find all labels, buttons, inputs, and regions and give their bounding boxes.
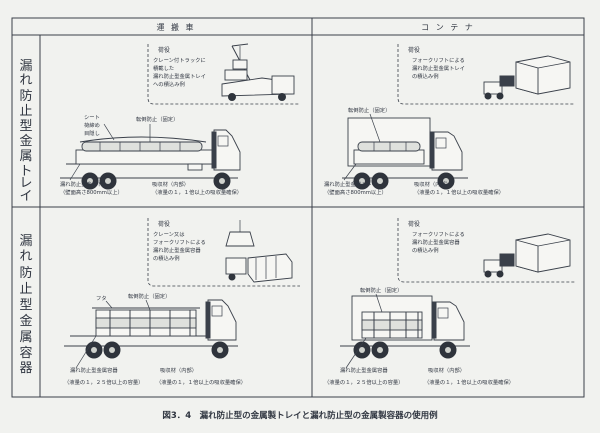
svg-text:荷役: 荷役: [158, 46, 170, 54]
svg-text:漏: 漏: [19, 58, 32, 74]
container-box-icon: [515, 55, 571, 95]
row-label-vessel: 漏 れ 防 止 型 金 属 容 器: [19, 233, 32, 376]
svg-text:吸収材（内部）: 吸収材（内部）: [152, 180, 189, 188]
svg-text:フォークリフトによる: フォークリフトによる: [412, 231, 465, 238]
svg-text:止: 止: [19, 282, 32, 297]
svg-text:型: 型: [19, 298, 32, 313]
svg-text:荷役: 荷役: [408, 220, 420, 228]
crane-truck-icon: [221, 43, 295, 101]
truck-with-vessel: [64, 299, 238, 359]
svg-text:金: 金: [19, 313, 32, 329]
forklift-icon: [483, 75, 515, 100]
svg-text:金: 金: [19, 133, 32, 149]
svg-text:（液量の１，１倍以上の吸収量確保）: （液量の１，１倍以上の吸収量確保）: [414, 188, 504, 196]
svg-text:転倒防止（固定）: 転倒防止（固定）: [136, 115, 178, 123]
svg-text:ト: ト: [19, 164, 32, 179]
svg-text:型: 型: [19, 119, 32, 134]
svg-text:への積込み例: への積込み例: [153, 80, 185, 88]
svg-text:イ: イ: [19, 189, 32, 204]
svg-text:（液量の１，２５倍以上の容量）: （液量の１，２５倍以上の容量）: [64, 378, 143, 386]
container-truck-with-tray: [342, 117, 468, 190]
col-header-vehicle: 運 搬 車: [156, 22, 195, 32]
loading-inset-crane-vessel: 荷役 クレーン又は フォークリフトによる 漏れ防止型金属容器 の積込み例: [147, 218, 300, 287]
svg-text:（壁面高さ800mm以上）: （壁面高さ800mm以上）: [324, 188, 387, 196]
svg-text:属: 属: [19, 330, 32, 345]
svg-text:吸収材（内部）: 吸収材（内部）: [428, 366, 465, 374]
container-truck-with-vessel: [340, 295, 470, 359]
svg-text:荷役: 荷役: [408, 46, 420, 54]
truck-with-tray: [60, 129, 241, 190]
svg-text:の積込み例: の積込み例: [412, 72, 439, 80]
svg-text:漏れ防止型金属トレイ: 漏れ防止型金属トレイ: [60, 180, 113, 188]
svg-text:漏れ防止型金属容器: 漏れ防止型金属容器: [153, 246, 201, 254]
svg-text:漏れ防止型金属トレイ: 漏れ防止型金属トレイ: [324, 180, 377, 188]
forklift-icon-2: [483, 253, 515, 278]
svg-text:（液量の１，１倍以上の吸収量確保）: （液量の１，１倍以上の吸収量確保）: [424, 378, 514, 386]
svg-text:漏: 漏: [19, 233, 32, 249]
panel-tray-vehicle: 荷役 クレーン付トラックに 積載した 漏れ防止型金属トレイ への積込み例: [60, 43, 300, 196]
svg-text:目隠し: 目隠し: [84, 129, 100, 137]
svg-text:の積込み例: の積込み例: [412, 246, 439, 254]
svg-text:漏れ防止型金属トレイ: 漏れ防止型金属トレイ: [153, 72, 206, 80]
svg-text:容: 容: [19, 345, 32, 361]
svg-text:漏れ防止型金属容器: 漏れ防止型金属容器: [70, 366, 118, 374]
svg-text:吸収材（内部）: 吸収材（内部）: [160, 366, 197, 374]
svg-text:れ: れ: [19, 249, 32, 264]
svg-text:の積込み例: の積込み例: [153, 254, 180, 262]
svg-text:吸収材（内部）: 吸収材（内部）: [414, 180, 451, 188]
svg-text:防: 防: [19, 265, 32, 281]
svg-text:（壁面高さ800mm以上）: （壁面高さ800mm以上）: [60, 188, 123, 196]
svg-text:防: 防: [19, 88, 32, 104]
svg-text:（液量の１，１倍以上の吸収量確保）: （液量の１，１倍以上の吸収量確保）: [156, 378, 246, 386]
svg-text:属: 属: [19, 149, 32, 164]
row-label-tray: 漏 れ 防 止 型 金 属 ト レ イ: [19, 58, 32, 204]
table-frame: [11, 17, 585, 398]
svg-text:漏れ防止型金属容器: 漏れ防止型金属容器: [412, 238, 460, 246]
svg-text:漏れ防止型金属トレイ: 漏れ防止型金属トレイ: [412, 64, 465, 72]
col-header-container: コ ン テ ナ: [421, 23, 475, 32]
vessel-load-icon: [225, 220, 293, 283]
svg-text:シート: シート: [84, 115, 100, 121]
svg-text:クレーン付トラックに: クレーン付トラックに: [153, 56, 206, 64]
svg-text:転倒防止（固定）: 転倒防止（固定）: [348, 106, 390, 114]
panel-vessel-container: 荷役 フォークリフトによる 漏れ防止型金属容器 の積込み例: [324, 218, 575, 386]
svg-text:器: 器: [19, 361, 32, 376]
loading-inset-forklift-vessel: 荷役 フォークリフトによる 漏れ防止型金属容器 の積込み例: [397, 218, 575, 283]
svg-text:積載した: 積載した: [153, 64, 174, 72]
panel-vessel-vehicle: 荷役 クレーン又は フォークリフトによる 漏れ防止型金属容器 の積込み例: [64, 218, 300, 386]
svg-text:（液量の１，２５倍以上の容量）: （液量の１，２５倍以上の容量）: [324, 378, 403, 386]
loading-inset-crane: 荷役 クレーン付トラックに 積載した 漏れ防止型金属トレイ への積込み例: [147, 43, 300, 105]
svg-text:荷役: 荷役: [158, 220, 170, 228]
figure-caption: 図3．4 漏れ防止型の金属製トレイと漏れ防止型の金属製容器の使用例: [162, 410, 438, 421]
svg-text:荷締め: 荷締め: [84, 121, 100, 129]
svg-text:止: 止: [19, 104, 32, 119]
svg-text:転倒防止（固定）: 転倒防止（固定）: [360, 286, 402, 294]
svg-text:転倒防止（固定）: 転倒防止（固定）: [128, 292, 170, 300]
panel-tray-container: 荷役 フォークリフトによる 漏れ防止型金属トレイ の積込み例: [324, 44, 575, 196]
svg-text:れ: れ: [19, 73, 32, 88]
svg-text:クレーン又は: クレーン又は: [153, 231, 185, 238]
container-box-icon-2: [515, 233, 571, 273]
svg-text:フタ: フタ: [96, 294, 107, 302]
svg-text:フォークリフトによる: フォークリフトによる: [153, 239, 206, 246]
svg-text:（液量の１，１倍以上の吸収量確保）: （液量の１，１倍以上の吸収量確保）: [152, 188, 242, 196]
loading-inset-forklift: 荷役 フォークリフトによる 漏れ防止型金属トレイ の積込み例: [397, 44, 575, 105]
svg-text:レ: レ: [19, 176, 32, 191]
svg-text:フォークリフトによる: フォークリフトによる: [412, 57, 465, 64]
svg-text:漏れ防止型金属容器: 漏れ防止型金属容器: [340, 366, 388, 374]
